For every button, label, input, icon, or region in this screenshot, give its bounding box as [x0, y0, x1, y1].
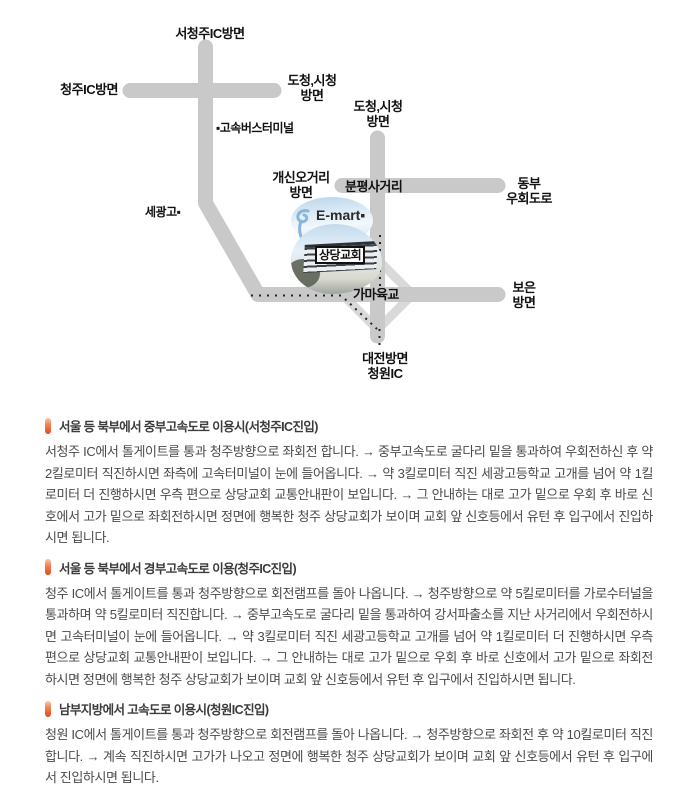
- section-title: 서울 등 북부에서 중부고속도로 이용시(서청주IC진입): [45, 416, 653, 435]
- section-body: 청원 IC에서 톨게이트를 통과 청주방향으로 회전램프를 돌아 나옵니다. →…: [45, 727, 653, 785]
- section-title-text: 서울 등 북부에서 중부고속도로 이용시(서청주IC진입): [59, 420, 318, 434]
- section-jungbu-expressway: 서울 등 북부에서 중부고속도로 이용시(서청주IC진입) 서청주 IC에서 톨…: [45, 416, 653, 549]
- label-docheong-sicheong-1: 도청,시청 방면: [287, 73, 337, 103]
- label-gaesin-ogeori: 개신오거리 방면: [272, 170, 330, 200]
- label-express-bus-terminal: ▪고속버스터미널: [216, 121, 294, 135]
- section-southern-region: 남부지방에서 고속도로 이용시(청원IC진입) 청원 IC에서 톨게이트를 통과…: [45, 699, 653, 789]
- section-gyeongbu-expressway: 서울 등 북부에서 경부고속도로 이용(청주IC진입) 청주 IC에서 톨게이트…: [45, 558, 653, 691]
- label-segwang-high-school: 세광고▪: [145, 205, 181, 219]
- route-dots-diagonal: [344, 298, 378, 330]
- orange-bullet-icon: [45, 559, 51, 575]
- label-cheongju-ic: 청주IC방면: [60, 82, 118, 97]
- section-title: 남부지방에서 고속도로 이용시(청원IC진입): [45, 699, 653, 718]
- label-docheong-sicheong-2: 도청,시청 방면: [353, 99, 403, 129]
- label-gama-overpass: 가마육교: [353, 287, 399, 302]
- label-boeun: 보은 방면: [512, 280, 536, 310]
- church-name-badge: 상당교회: [315, 246, 366, 264]
- location-map: 서청주IC방면 청주IC방면 도청,시청 방면 ▪고속버스터미널 도청,시청 방…: [60, 26, 552, 381]
- orange-bullet-icon: [45, 417, 51, 434]
- label-bunpyeong-sageori: 분평사거리: [345, 179, 403, 194]
- label-seocheongju-ic: 서청주IC방면: [175, 26, 245, 41]
- road-map-canvas: [122, 39, 506, 350]
- orange-bullet-icon: [45, 700, 51, 717]
- church-photo: 상당교회: [291, 224, 382, 294]
- label-dongbu-beltway: 동부 우회도로: [506, 176, 552, 206]
- label-daejeon-cheongwon-ic: 대전방면 청원IC: [362, 351, 408, 381]
- section-body: 서청주 IC에서 톨게이트를 통과 청주방향으로 좌회전 합니다. → 중부고속…: [45, 444, 653, 545]
- emart-label: E-mart▪: [316, 207, 366, 223]
- section-title-text: 남부지방에서 고속도로 이용시(청원IC진입): [59, 703, 269, 717]
- section-body: 청주 IC에서 톨게이트를 통과 청주방향으로 회전램프를 돌아 나옵니다. →…: [45, 585, 653, 687]
- section-title-text: 서울 등 북부에서 경부고속도로 이용(청주IC진입): [59, 561, 297, 576]
- directions-sections: 서울 등 북부에서 중부고속도로 이용시(서청주IC진입) 서청주 IC에서 톨…: [45, 416, 653, 796]
- section-title: 서울 등 북부에서 경부고속도로 이용(청주IC진입): [45, 558, 653, 577]
